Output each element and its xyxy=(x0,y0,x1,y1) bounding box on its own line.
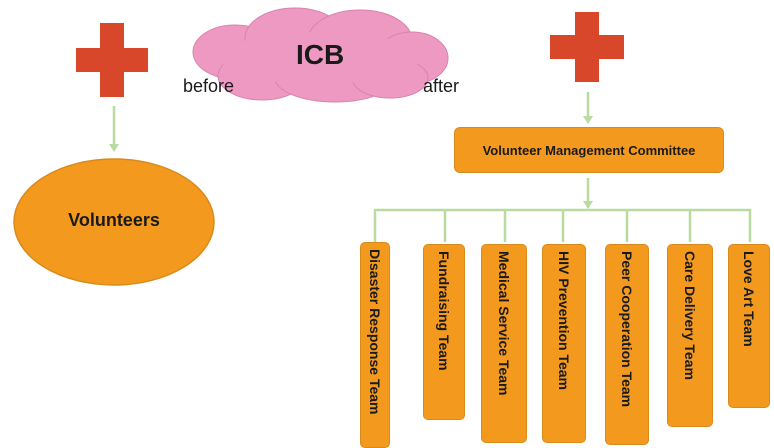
team-label: Disaster Response Team xyxy=(367,249,383,415)
committee-label: Volunteer Management Committee xyxy=(482,142,696,158)
volunteers-label: Volunteers xyxy=(68,210,160,230)
team-hiv-prevention: HIV Prevention Team xyxy=(542,244,586,443)
red-cross-icon xyxy=(550,12,624,82)
team-fundraising: Fundraising Team xyxy=(423,244,465,420)
icb-label: ICB xyxy=(296,39,345,70)
team-peer-cooperation: Peer Cooperation Team xyxy=(605,244,649,445)
team-disaster-response: Disaster Response Team xyxy=(360,242,390,448)
team-label: Peer Cooperation Team xyxy=(619,251,635,408)
team-label: HIV Prevention Team xyxy=(556,251,572,391)
team-label: Fundraising Team xyxy=(436,251,452,371)
team-love-art: Love Art Team xyxy=(728,244,770,408)
team-medical-service: Medical Service Team xyxy=(481,244,527,443)
red-cross-icon xyxy=(76,23,148,97)
after-label: after xyxy=(423,76,460,96)
team-label: Medical Service Team xyxy=(496,251,512,396)
team-care-delivery: Care Delivery Team xyxy=(667,244,713,427)
before-label: before xyxy=(183,76,235,96)
team-label: Care Delivery Team xyxy=(682,251,698,380)
committee-box: Volunteer Management Committee xyxy=(454,127,724,173)
team-label: Love Art Team xyxy=(741,251,757,347)
